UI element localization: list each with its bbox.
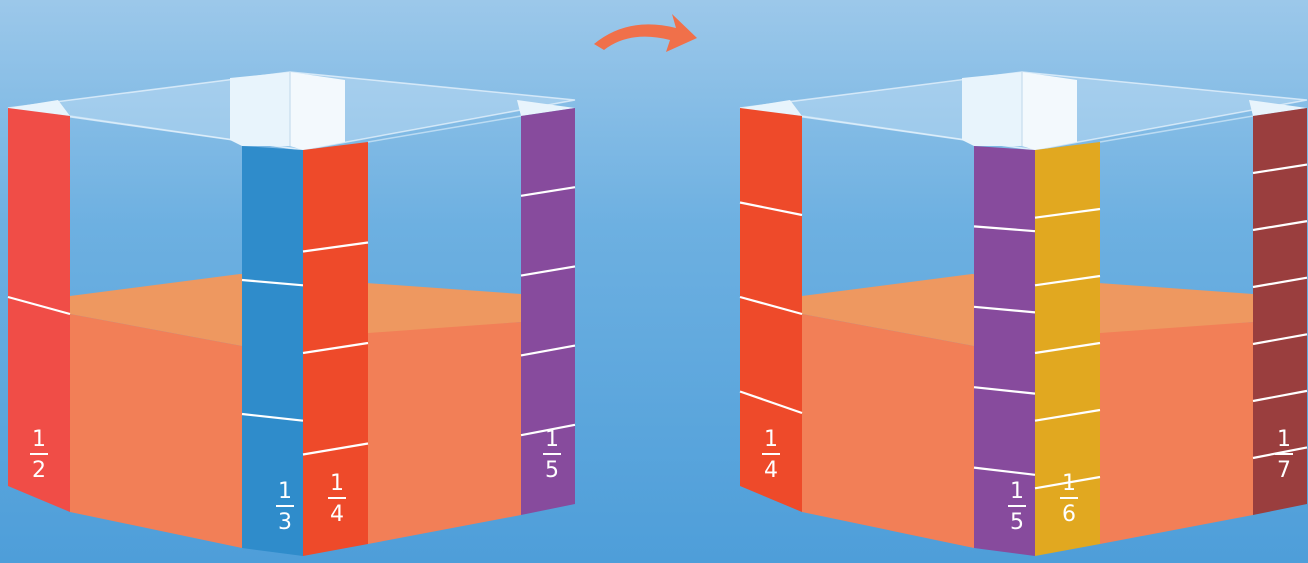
- liquid-front-right: [1100, 322, 1253, 544]
- strip-divider: [739, 201, 803, 217]
- fraction-strip-fifth: 15: [973, 146, 1036, 556]
- strip-divider: [973, 386, 1036, 395]
- fraction-denominator: 5: [1010, 510, 1024, 535]
- glass-corner: [740, 100, 802, 116]
- glass-block: [962, 72, 1022, 146]
- glass-block: [1022, 72, 1077, 150]
- curved-arrow-right-icon: [594, 14, 697, 52]
- liquid-front-left: [70, 314, 242, 548]
- strip-divider: [1034, 408, 1101, 422]
- strip-divider: [520, 423, 576, 437]
- strip-body: [740, 108, 802, 512]
- strip-divider: [1034, 475, 1101, 490]
- strip-body: [521, 108, 575, 515]
- fraction-numerator: 1: [278, 479, 292, 504]
- glass-edge: [367, 115, 522, 143]
- strip-divider: [302, 341, 369, 355]
- strip-divider: [739, 295, 803, 316]
- strip-divider: [1252, 276, 1308, 289]
- fraction-strip-quarter: 14: [302, 142, 369, 556]
- strip-body: [8, 108, 70, 512]
- strip-divider: [973, 466, 1036, 476]
- strip-divider: [739, 390, 803, 415]
- fraction-strip-seventh: 17: [1252, 108, 1308, 515]
- fraction-strip-half: 12: [7, 108, 71, 512]
- strip-divider: [1252, 446, 1308, 460]
- strip-divider: [1034, 341, 1101, 355]
- strip-divider: [973, 305, 1036, 314]
- strip-divider: [7, 295, 71, 316]
- fraction-numerator: 1: [764, 427, 778, 452]
- strip-divider: [241, 412, 304, 422]
- strip-body: [242, 146, 303, 556]
- glass-block: [230, 72, 290, 146]
- strip-divider: [1034, 207, 1101, 219]
- fraction-numerator: 1: [1010, 479, 1024, 504]
- strip-divider: [520, 186, 576, 197]
- fraction-strip-fifth: 15: [520, 108, 576, 515]
- strip-divider: [1034, 274, 1101, 287]
- fraction-numerator: 1: [32, 427, 46, 452]
- fraction-numerator: 1: [330, 471, 344, 496]
- glass-corner: [8, 100, 70, 116]
- fraction-strip-third: 13: [241, 146, 304, 556]
- fraction-denominator: 2: [32, 458, 46, 483]
- strip-divider: [302, 241, 369, 253]
- fraction-numerator: 1: [545, 427, 559, 452]
- strip-divider: [302, 442, 369, 456]
- fraction-strip-quarter: 14: [739, 108, 803, 512]
- fraction-denominator: 5: [545, 458, 559, 483]
- strip-divider: [1252, 333, 1308, 346]
- liquid-front-left: [802, 314, 974, 548]
- fraction-denominator: 6: [1062, 502, 1076, 527]
- fraction-numerator: 1: [1277, 427, 1291, 452]
- fraction-denominator: 4: [764, 458, 778, 483]
- glass-corner: [517, 100, 575, 116]
- strip-body: [1253, 108, 1307, 515]
- strip-divider: [1252, 163, 1308, 175]
- fraction-strip-sixth: 16: [1034, 142, 1101, 556]
- strip-divider: [1252, 389, 1308, 403]
- fraction-denominator: 7: [1277, 458, 1291, 483]
- strip-divider: [520, 344, 576, 357]
- strip-divider: [973, 225, 1036, 233]
- strip-divider: [1252, 220, 1308, 232]
- glass-corner: [1249, 100, 1307, 116]
- liquid-front-right: [368, 322, 521, 544]
- fraction-numerator: 1: [1062, 471, 1076, 496]
- strip-divider: [241, 278, 304, 287]
- fraction-denominator: 3: [278, 510, 292, 535]
- strip-body: [974, 146, 1035, 556]
- fraction-denominator: 4: [330, 502, 344, 527]
- strip-divider: [520, 265, 576, 277]
- glass-edge: [1099, 115, 1254, 143]
- glass-block: [290, 72, 345, 150]
